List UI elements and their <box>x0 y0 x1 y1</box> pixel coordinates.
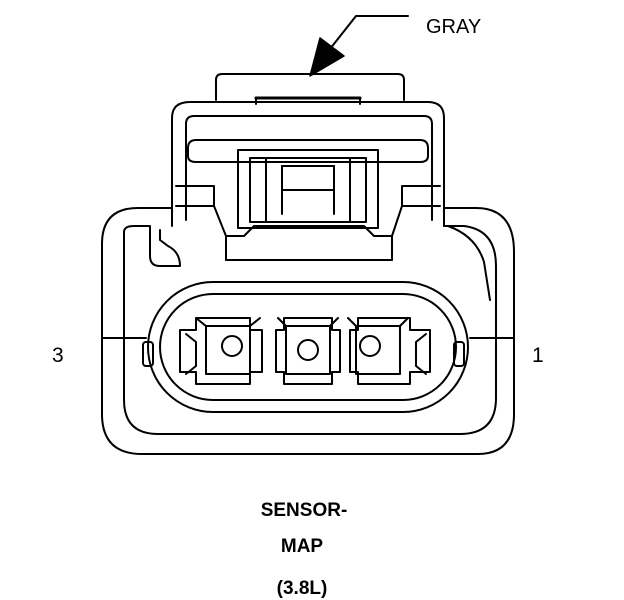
wire-color-label: GRAY <box>426 16 482 38</box>
terminal-cavity <box>147 281 469 413</box>
connector-upper-housing <box>171 101 445 261</box>
caption-line-1: SENSOR- <box>260 500 348 521</box>
terminal-pin-1 <box>347 317 431 385</box>
callout-arrow <box>309 15 409 77</box>
connector-latch-top <box>215 73 405 105</box>
terminal-pin-2 <box>275 317 341 385</box>
pin-number-left: 3 <box>52 344 64 367</box>
connector-side-flanges <box>101 337 515 367</box>
pin-number-right: 1 <box>532 344 544 367</box>
connector-body <box>101 207 515 455</box>
terminal-pin-3 <box>179 317 263 385</box>
caption-line-3: (3.8L) <box>276 578 328 599</box>
caption-line-2: MAP <box>280 536 324 557</box>
